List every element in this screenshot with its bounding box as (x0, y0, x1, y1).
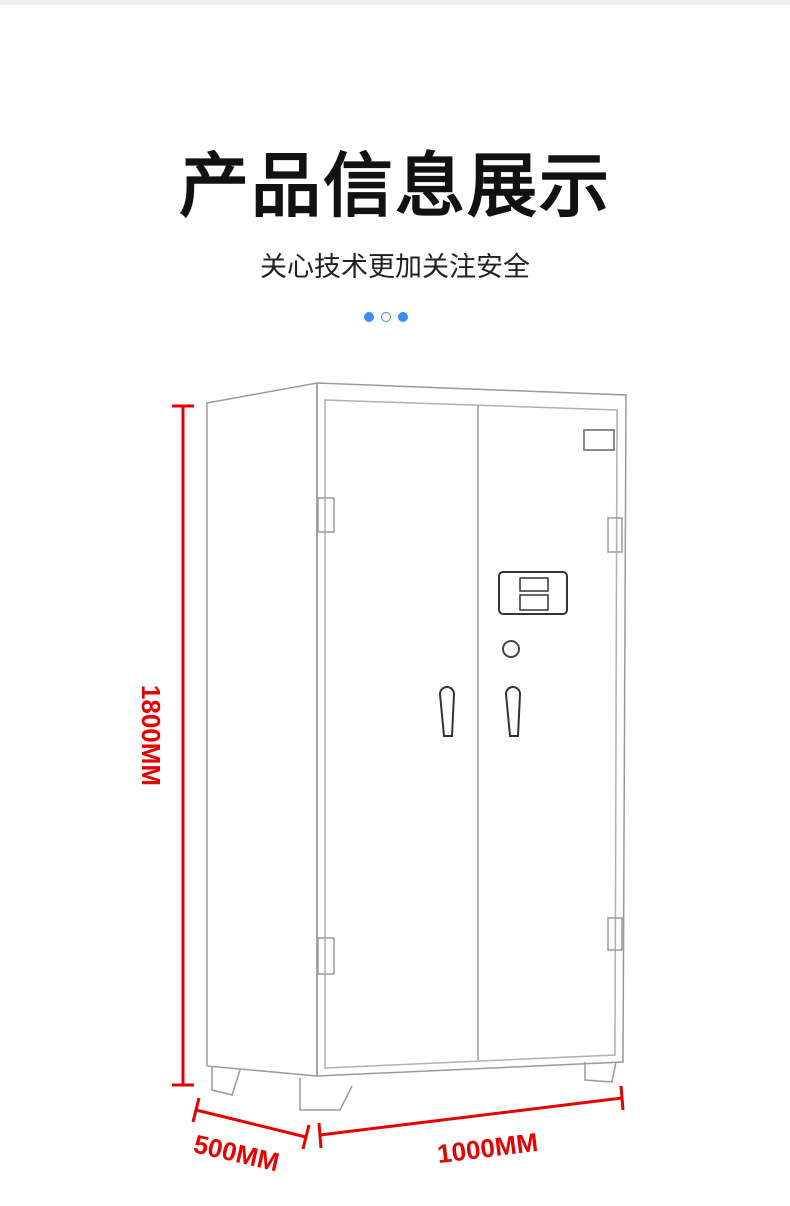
cabinet-foot (584, 1061, 617, 1083)
pager-dot[interactable] (364, 312, 374, 322)
hinge (317, 497, 335, 533)
door-handle-right (504, 686, 522, 737)
cabinet-foot (211, 1066, 241, 1096)
dimension-lines (172, 404, 625, 1150)
hinge (317, 937, 335, 975)
pager-dot[interactable] (398, 312, 408, 322)
width-dimension-line (319, 1096, 623, 1137)
cabinet-foot (299, 1078, 353, 1111)
height-label: 1800MM (136, 684, 167, 787)
electronic-keypad (498, 571, 568, 615)
top-code-lock (583, 429, 615, 451)
top-divider (0, 0, 790, 5)
page-title: 产品信息展示 (179, 145, 611, 227)
depth-dimension-line (195, 1108, 307, 1139)
cabinet-front (316, 382, 627, 1077)
key-lock (502, 640, 520, 658)
door-handle-left (438, 686, 456, 737)
door-frame (324, 399, 618, 1069)
pager-dot-active[interactable] (381, 312, 391, 322)
hinge (607, 917, 623, 951)
hinge (607, 517, 623, 553)
page-subtitle: 关心技术更加关注安全 (260, 252, 530, 283)
cabinet-side (206, 382, 318, 1077)
pager-dots (364, 312, 408, 322)
